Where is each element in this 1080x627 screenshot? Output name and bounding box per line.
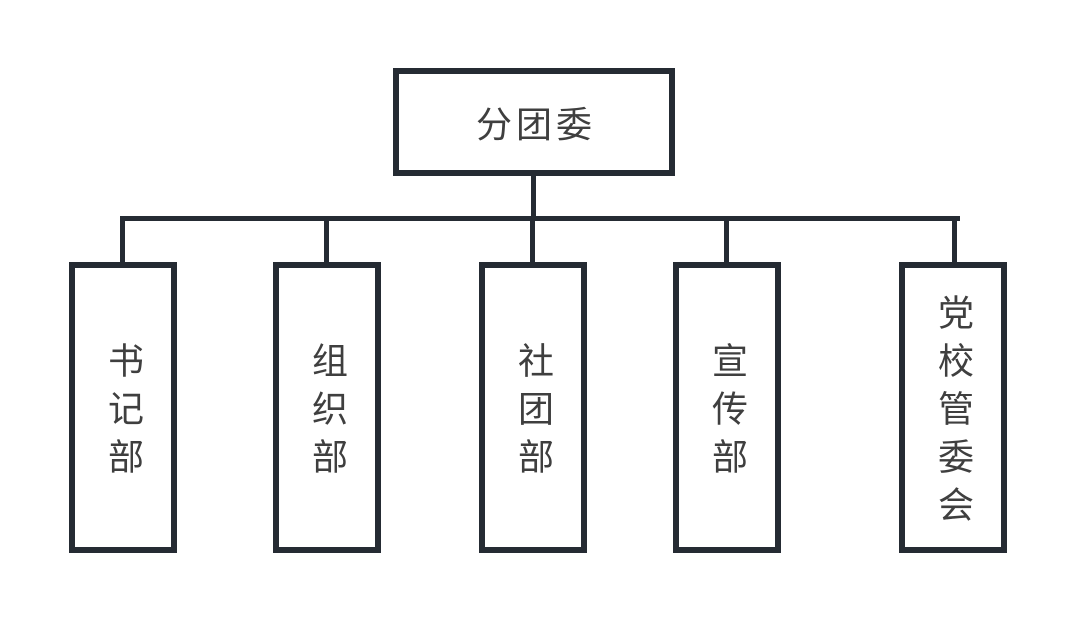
org-node-root-label: 分团委 — [475, 104, 596, 145]
connector-bus — [120, 216, 960, 221]
org-node-dept-3-label: 社团部 — [513, 341, 554, 486]
connector-drop-5 — [952, 216, 957, 264]
connector-root-stem — [531, 172, 536, 221]
org-node-dept-2: 组织部 — [273, 262, 381, 553]
connector-drop-4 — [724, 216, 729, 264]
org-node-dept-1-label: 书记部 — [103, 341, 144, 486]
connector-drop-1 — [120, 216, 125, 264]
org-node-dept-1: 书记部 — [69, 262, 177, 553]
org-node-dept-4-label: 宣传部 — [707, 341, 748, 486]
org-node-root: 分团委 — [393, 68, 675, 176]
org-node-dept-3: 社团部 — [479, 262, 587, 553]
connector-drop-2 — [324, 216, 329, 264]
org-node-dept-5: 党校管委会 — [899, 262, 1007, 553]
org-node-dept-5-label: 党校管委会 — [933, 293, 974, 534]
org-node-dept-2-label: 组织部 — [307, 341, 348, 486]
org-node-dept-4: 宣传部 — [673, 262, 781, 553]
connector-drop-3 — [530, 216, 535, 264]
